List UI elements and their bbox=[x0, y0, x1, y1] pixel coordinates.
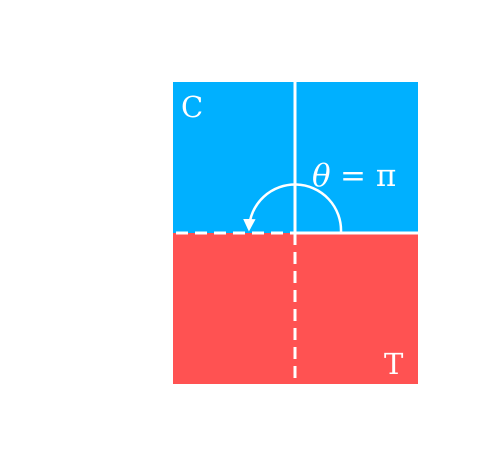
region-label-c: C bbox=[181, 90, 203, 124]
region-label-t: T bbox=[384, 347, 404, 381]
angle-symbol: θ bbox=[312, 158, 331, 194]
angle-value: = π bbox=[340, 158, 396, 194]
rotation-arc-arrow bbox=[243, 183, 343, 233]
